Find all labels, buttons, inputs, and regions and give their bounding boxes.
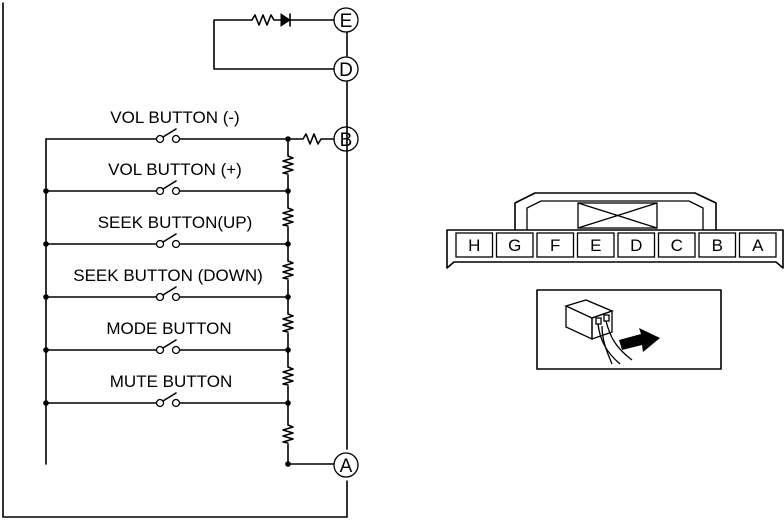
connector-pin-label: D [630, 236, 642, 255]
switch-lever [162, 180, 177, 190]
plug-side [565, 306, 593, 341]
switch-rung: MODE BUTTON [43, 319, 291, 355]
unit-housing [2, 2, 348, 518]
resistor [282, 154, 294, 175]
harness-view [536, 289, 722, 370]
connector-pin [698, 232, 737, 258]
switch-rung: MUTE BUTTON [43, 372, 291, 408]
junction-dot [43, 400, 49, 406]
terminal-b: B [333, 126, 359, 152]
terminal-d: D [333, 56, 359, 82]
junction-dot [43, 241, 49, 247]
connector-key [577, 202, 658, 229]
switch-lever [162, 392, 177, 402]
plug-cavity [595, 317, 602, 325]
switch-ladder: VOL BUTTON (-) VOL BUTTON (+) SEEK BUTTON(… [43, 108, 335, 467]
plug-cavity [603, 314, 610, 322]
plug-face [591, 310, 613, 340]
switch-rung: SEEK BUTTON (DOWN) [43, 266, 291, 302]
switch-lever [162, 233, 177, 243]
resistor [282, 365, 294, 386]
connector-pin [657, 232, 696, 258]
connector-pin [536, 232, 575, 258]
switch-lever [162, 128, 177, 138]
junction-dot [285, 400, 291, 406]
connector-pin-label: A [752, 236, 764, 255]
terminal-a: A [333, 452, 359, 478]
connector-key-cross [577, 202, 658, 229]
right-rail [287, 138, 335, 465]
terminal-a-label: A [340, 456, 353, 477]
resistor [282, 259, 294, 280]
arrow-icon [619, 328, 660, 352]
terminal-b-label: B [340, 130, 353, 151]
connector-pin [576, 232, 615, 258]
switch-label: VOL BUTTON (+) [108, 160, 242, 179]
resistor [282, 206, 294, 227]
junction-dot [285, 347, 291, 353]
connector-pin-label: E [590, 236, 601, 255]
switch-contact [171, 239, 181, 249]
switch-contact [155, 345, 165, 355]
connector-pin-label: B [712, 236, 723, 255]
resistor-b [287, 133, 335, 145]
junction-dot [43, 188, 49, 194]
connector-pin-label: H [468, 236, 480, 255]
connector-pin-label: F [550, 236, 560, 255]
switch-label: SEEK BUTTON (DOWN) [73, 266, 263, 285]
switch-contact [155, 134, 165, 144]
switch-contact [155, 186, 165, 196]
connector-latch-inner [526, 200, 704, 230]
junction-dot [285, 136, 291, 142]
switch-contact [171, 398, 181, 408]
terminal-d-label: D [339, 60, 353, 81]
connector-pin [455, 232, 494, 258]
resistor [282, 312, 294, 333]
harness-view-frame [536, 289, 722, 370]
junction-dot [285, 188, 291, 194]
switch-contact [155, 398, 165, 408]
switch-label: VOL BUTTON (-) [110, 108, 239, 127]
connector-pin [738, 232, 777, 258]
junction-dot [285, 461, 291, 467]
switch-label: MODE BUTTON [106, 319, 231, 338]
switch-rung: VOL BUTTON (-) [45, 108, 291, 144]
connector-latch [514, 192, 717, 231]
switch-label: SEEK BUTTON(UP) [98, 213, 253, 232]
junction-dot [285, 294, 291, 300]
connector-pin [495, 232, 534, 258]
switch-lever [162, 286, 177, 296]
switch-rung: SEEK BUTTON(UP) [43, 213, 291, 249]
switch-contact [171, 292, 181, 302]
connector-pin-label: G [508, 236, 521, 255]
switch-contact [155, 292, 165, 302]
junction-dot [285, 241, 291, 247]
switch-contact [171, 186, 181, 196]
switch-lever [162, 339, 177, 349]
connector-body [446, 229, 784, 269]
switch-contact [155, 239, 165, 249]
resistor-led [213, 14, 335, 70]
switch-label: MUTE BUTTON [110, 372, 232, 391]
switch-contact [171, 345, 181, 355]
terminal-e-label: E [340, 11, 353, 32]
connector-pin-label: C [671, 236, 683, 255]
resistor [282, 423, 294, 444]
junction-dot [43, 347, 49, 353]
switch-contact [171, 134, 181, 144]
diode-icon [280, 13, 291, 27]
switch-rung: VOL BUTTON (+) [43, 160, 291, 196]
harness-wires [597, 320, 633, 365]
led-circuit [213, 13, 335, 70]
terminal-e: E [333, 7, 359, 33]
junction-dot [43, 294, 49, 300]
connector-pin [617, 232, 656, 258]
